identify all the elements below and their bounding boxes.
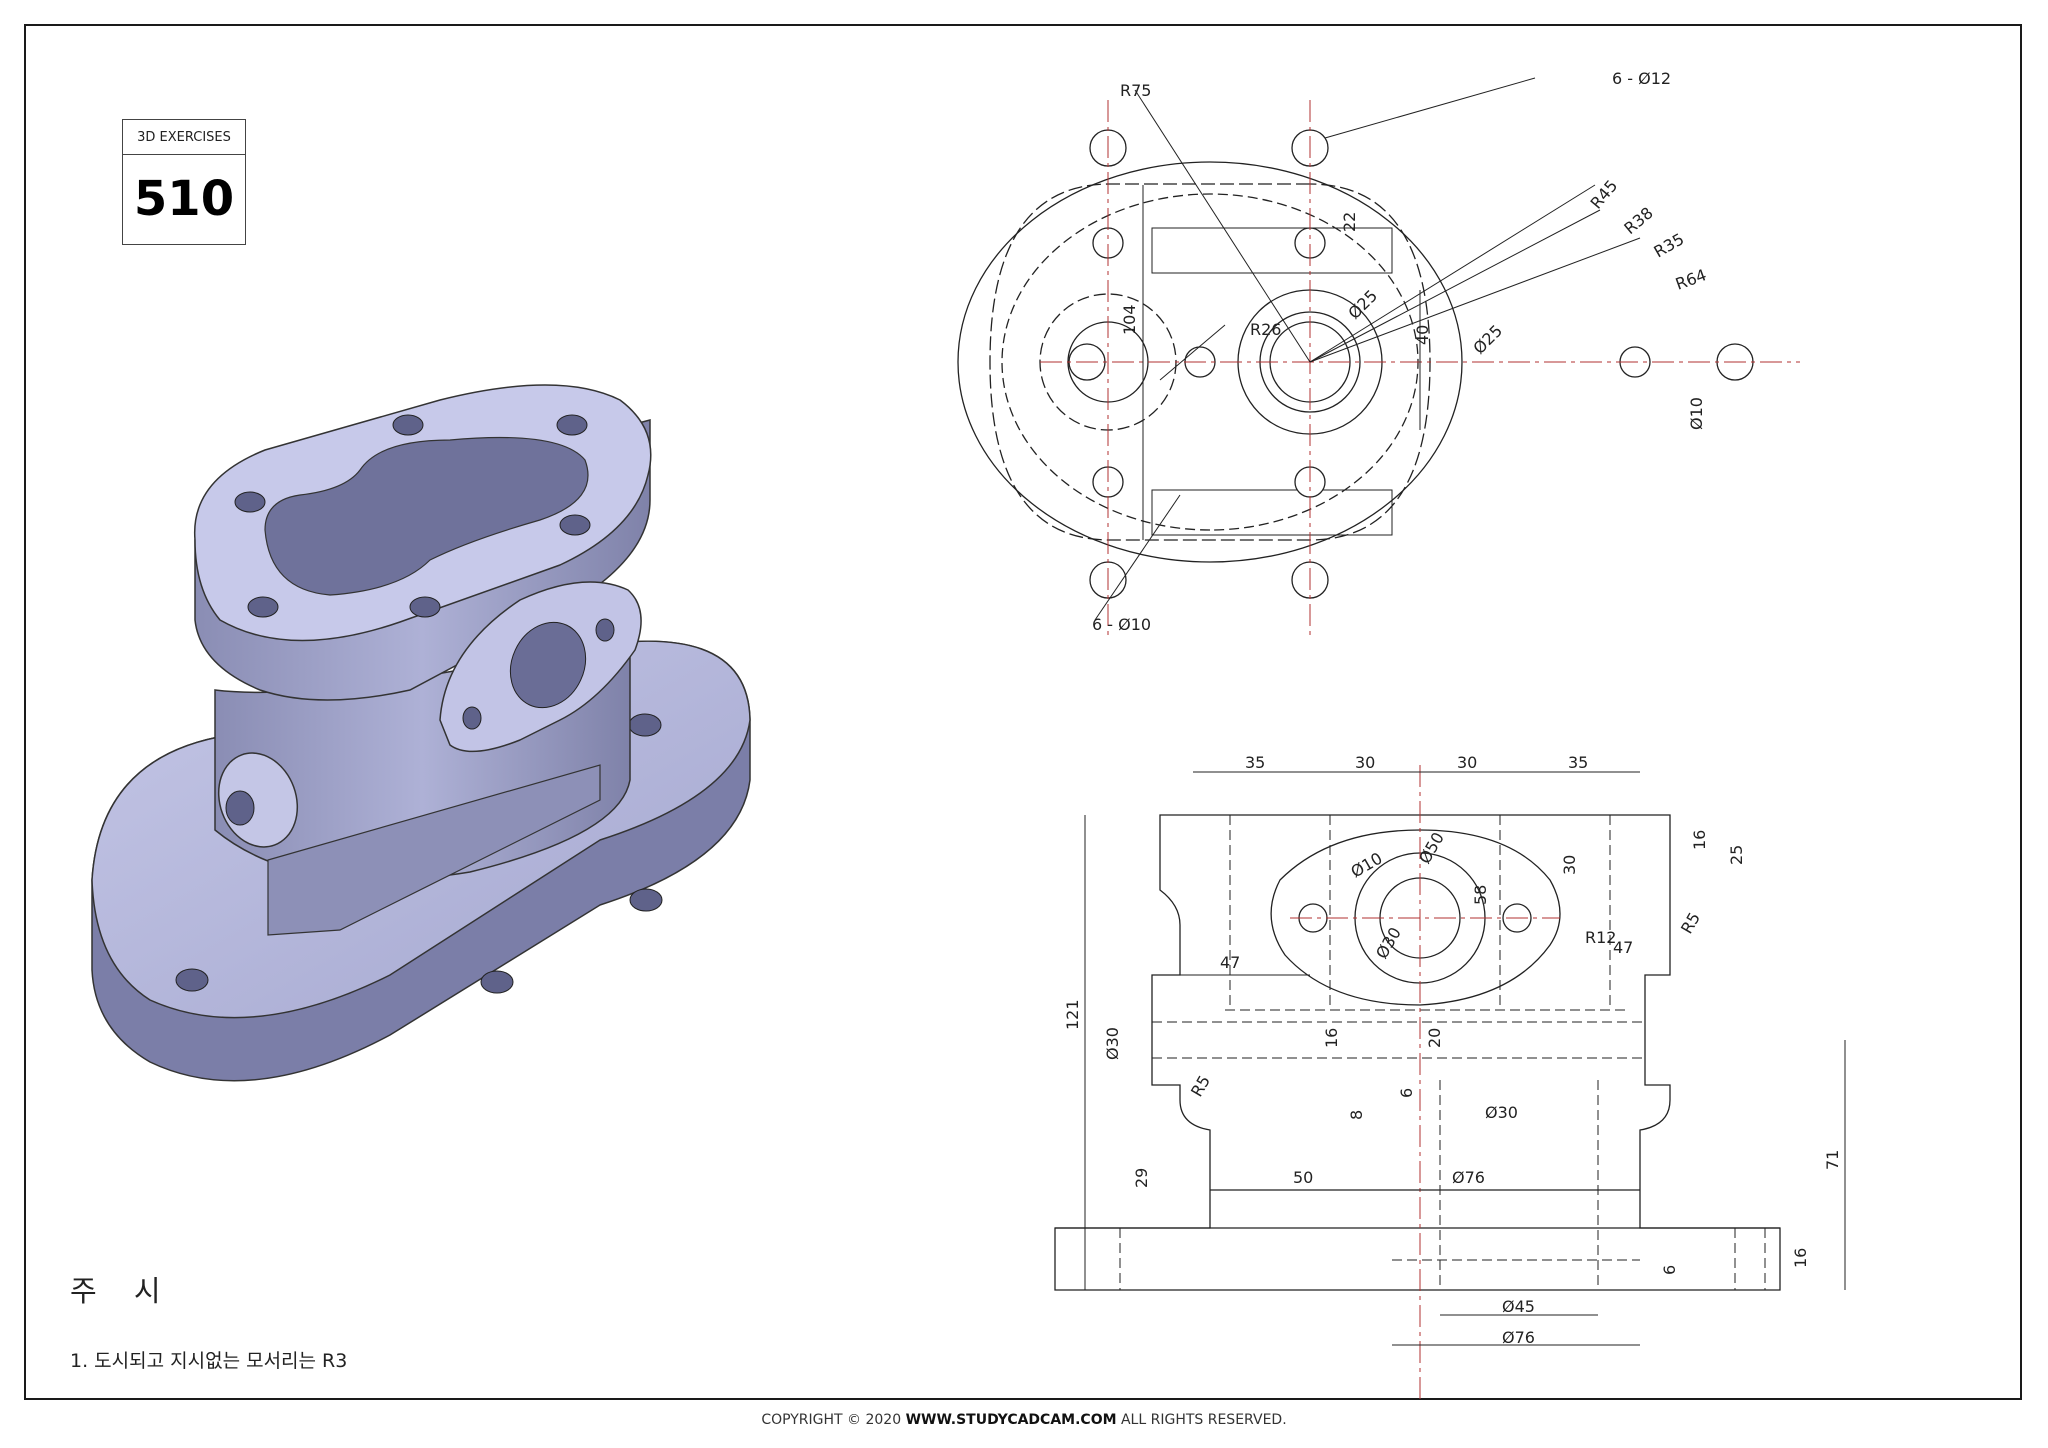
copyright-line: COPYRIGHT © 2020 WWW.STUDYCADCAM.COM ALL…	[0, 1412, 2048, 1428]
dim-label: 104	[1120, 304, 1139, 335]
dim-label: Ø30	[1485, 1103, 1518, 1122]
dim-label: 47	[1220, 953, 1240, 972]
dim-label: Ø76	[1452, 1168, 1485, 1187]
dim-label: 29	[1132, 1168, 1151, 1188]
dim-label: 6 - Ø10	[1092, 615, 1151, 634]
dim-label: 50	[1293, 1168, 1313, 1187]
dim-label: Ø10	[1687, 397, 1706, 430]
side-boss	[217, 752, 299, 848]
notes-heading: 주 시	[70, 1274, 175, 1308]
dim-label: Ø50	[1415, 829, 1448, 867]
top-view-leaders	[1094, 77, 1641, 621]
dim-label: R5	[1187, 1072, 1214, 1100]
front-view-outlines	[1054, 814, 1781, 1291]
dim-label: 6	[1660, 1265, 1679, 1275]
copyright-site: WWW.STUDYCADCAM.COM	[905, 1412, 1117, 1428]
copyright-prefix: COPYRIGHT © 2020	[761, 1412, 906, 1428]
front-view-hidden-lines	[1084, 815, 1766, 1290]
top-view-dimension-labels: R75 6 - Ø12 R45 R38 R35 R64 22 104 40 R2…	[1092, 69, 1709, 634]
note-item: 1. 도시되고 지시없는 모서리는 R3	[70, 1350, 348, 1372]
dim-label: 47	[1613, 938, 1633, 957]
dim-label: R75	[1120, 81, 1151, 100]
dim-label: 30	[1560, 855, 1579, 875]
dim-label: Ø30	[1103, 1027, 1122, 1060]
dim-label: 20	[1425, 1028, 1444, 1048]
dim-label: 35	[1568, 753, 1588, 772]
dim-label: 6 - Ø12	[1612, 69, 1671, 88]
dim-label: 30	[1457, 753, 1477, 772]
dim-label: 25	[1727, 845, 1746, 865]
dim-label: R26	[1250, 320, 1281, 339]
copyright-suffix: ALL RIGHTS RESERVED.	[1116, 1412, 1287, 1428]
front-view-centerlines	[1290, 765, 1560, 1400]
dim-label: Ø10	[1348, 849, 1386, 882]
dim-label: 121	[1063, 999, 1082, 1030]
top-housing	[193, 384, 652, 701]
side-flange	[439, 581, 642, 753]
dim-label: 16	[1690, 830, 1709, 850]
dim-label: 40	[1413, 325, 1432, 345]
dim-label: 35	[1245, 753, 1265, 772]
dim-label: Ø30	[1372, 924, 1405, 962]
dim-label: 58	[1471, 885, 1490, 905]
exercise-number: 510	[133, 171, 235, 227]
dim-label: 8	[1347, 1110, 1366, 1120]
front-view-dimension-labels: 35 30 30 35 16 25 30 Ø10 Ø50 58 Ø30 R12 …	[1063, 753, 1842, 1347]
dim-label: R12	[1585, 928, 1616, 947]
dim-label: 71	[1823, 1150, 1842, 1170]
dim-label: Ø45	[1502, 1297, 1535, 1316]
badge-label: 3D EXERCISES	[123, 120, 245, 155]
dim-label: 6	[1397, 1088, 1416, 1098]
dim-label: R5	[1677, 909, 1704, 937]
dim-label: 16	[1791, 1248, 1810, 1268]
dim-label: 22	[1340, 212, 1359, 232]
front-view-dimension-lines	[1084, 771, 1846, 1346]
exercise-badge: 3D EXERCISES 510	[122, 119, 246, 245]
dim-label: 16	[1322, 1028, 1341, 1048]
drawing-frame	[24, 24, 2022, 1400]
dim-label: 30	[1355, 753, 1375, 772]
dim-label: Ø76	[1502, 1328, 1535, 1347]
